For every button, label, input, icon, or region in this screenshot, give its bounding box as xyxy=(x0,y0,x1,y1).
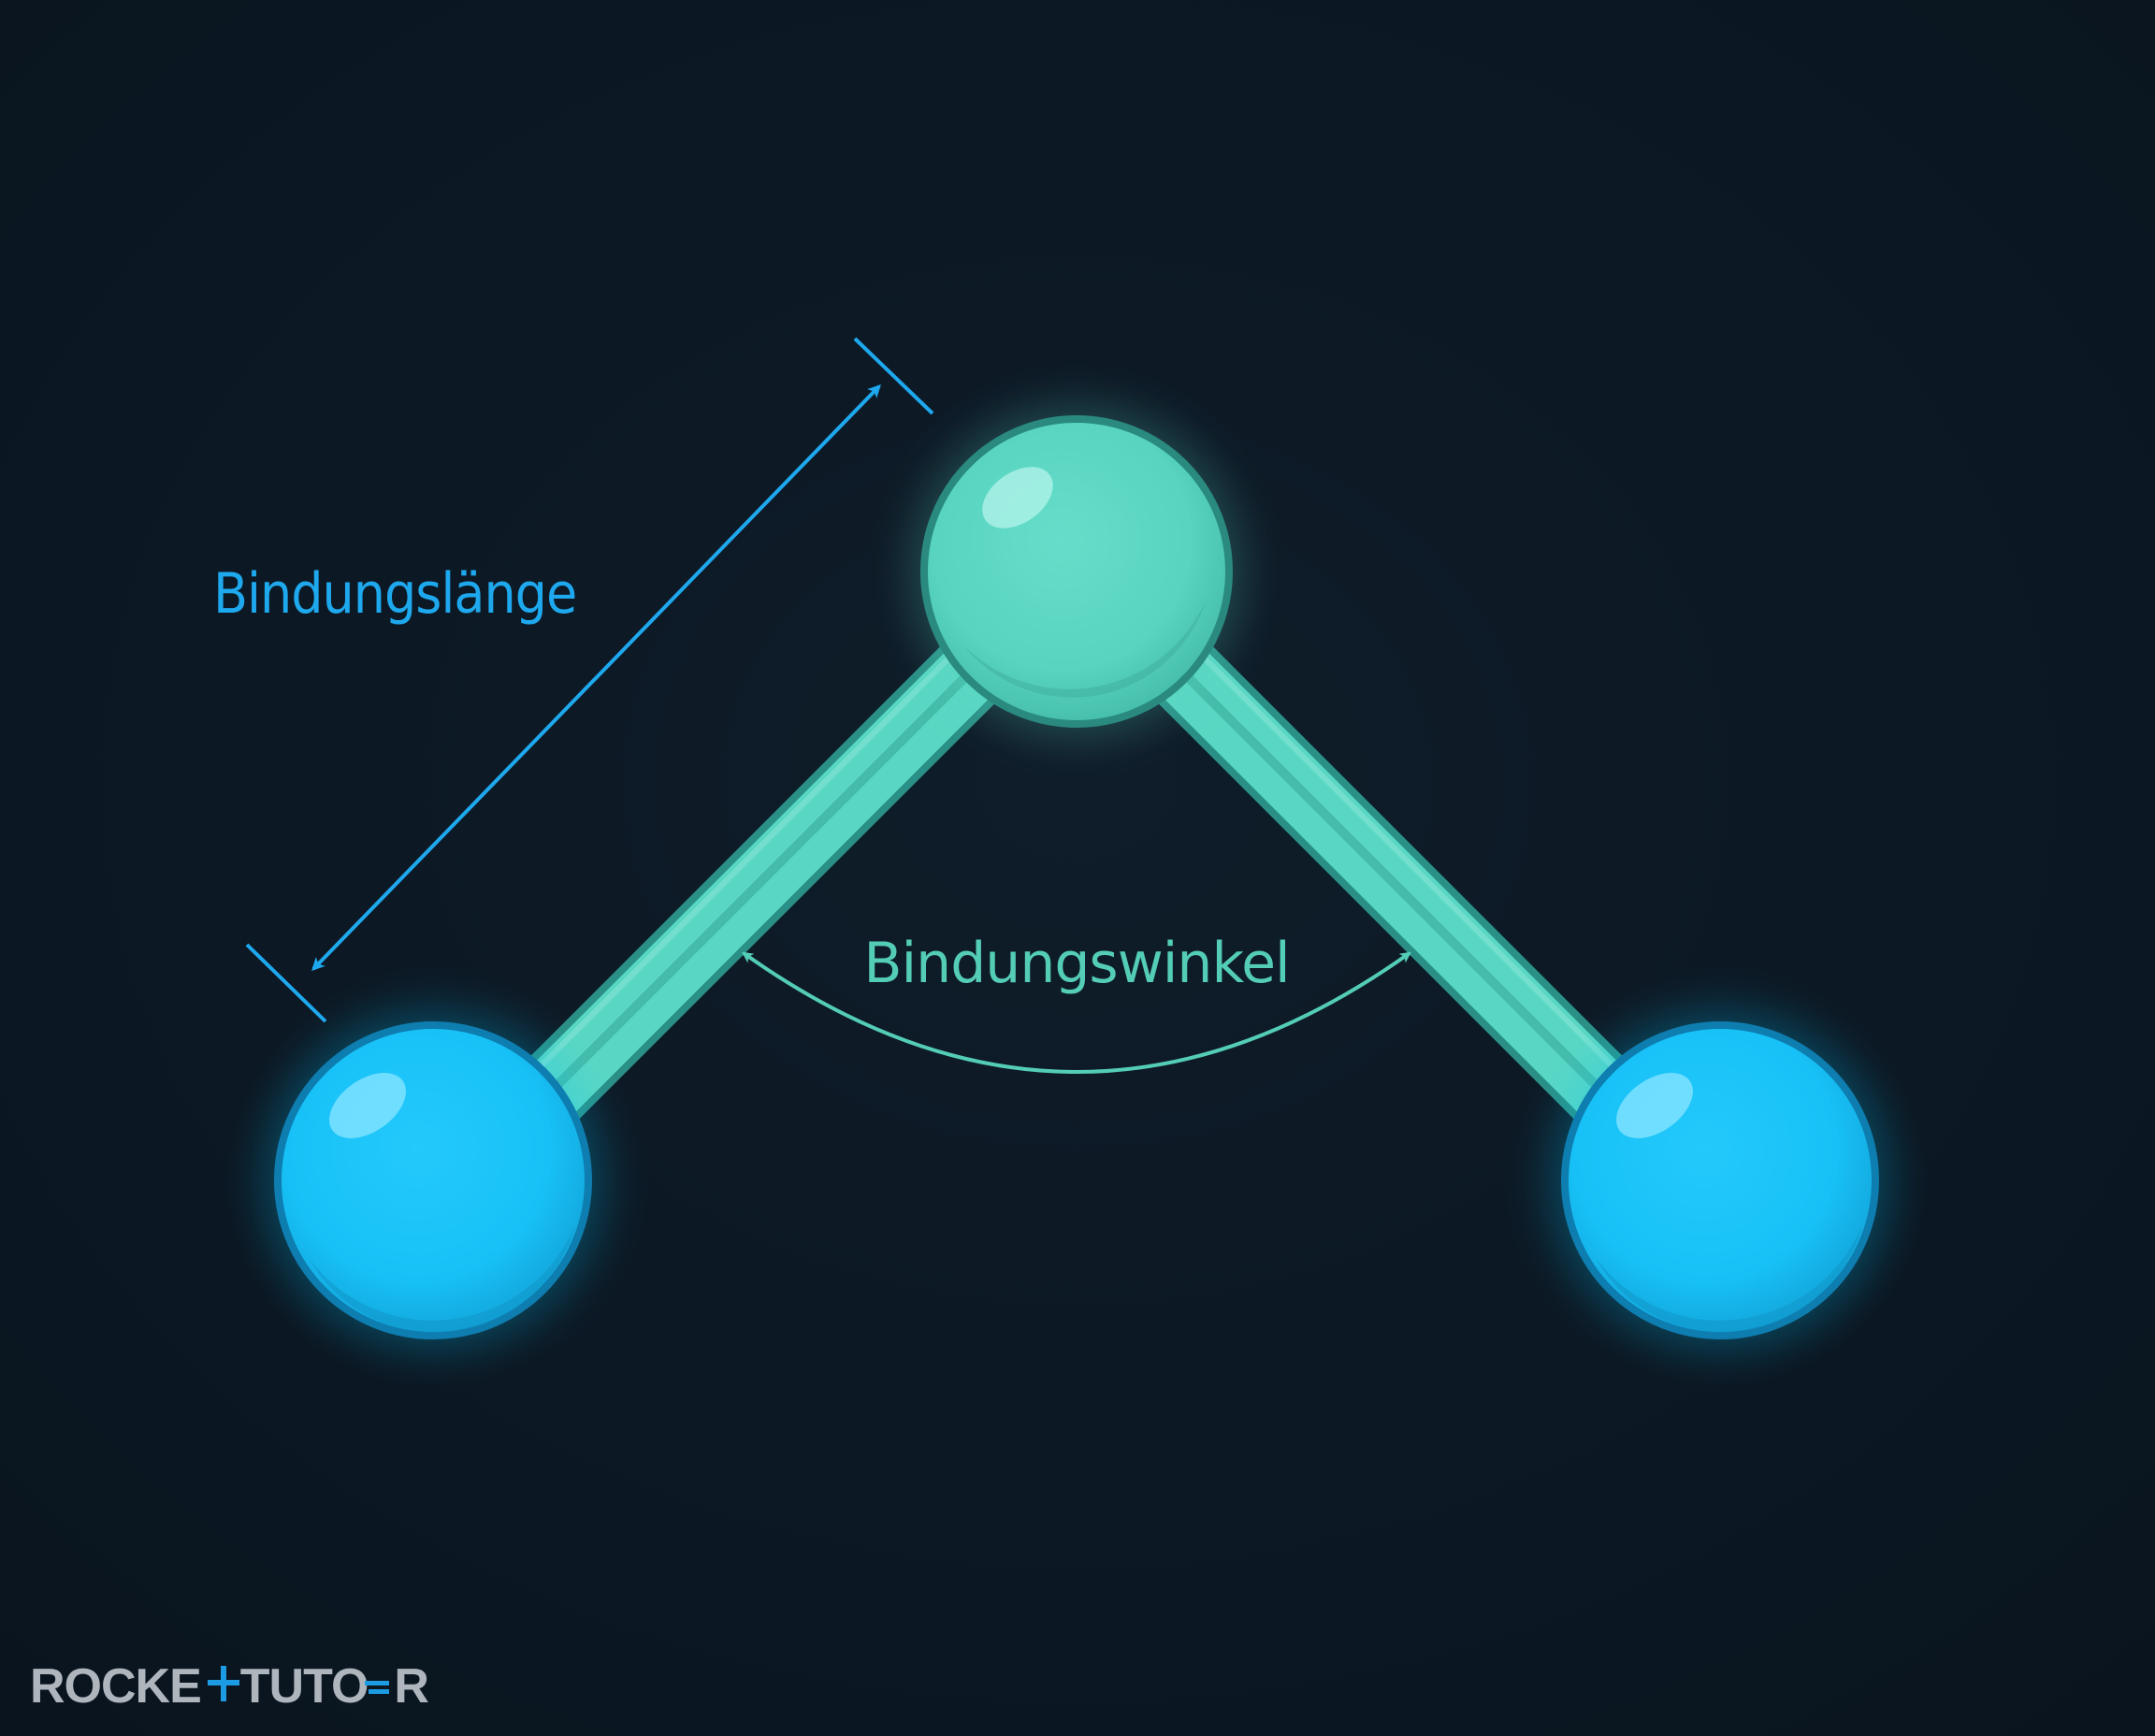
brand-text-1: ROCKE xyxy=(30,1659,201,1714)
bond-length-label: Bindungslänge xyxy=(213,561,576,627)
brand-stripe-icon xyxy=(365,1681,389,1685)
bond-angle-arrow xyxy=(742,951,1411,1074)
center-atom-icon xyxy=(920,415,1233,728)
brand-logo: ROCKE TUTO R xyxy=(30,1659,429,1714)
outer-atom-left-icon xyxy=(274,1021,592,1339)
outer-atom-right-icon xyxy=(1561,1021,1879,1339)
brand-text-2: TUTO xyxy=(240,1659,369,1714)
bond-length-arrow xyxy=(245,337,934,1023)
brand-text-3: R xyxy=(394,1659,428,1714)
bond-angle-label: Bindungswinkel xyxy=(863,931,1289,996)
